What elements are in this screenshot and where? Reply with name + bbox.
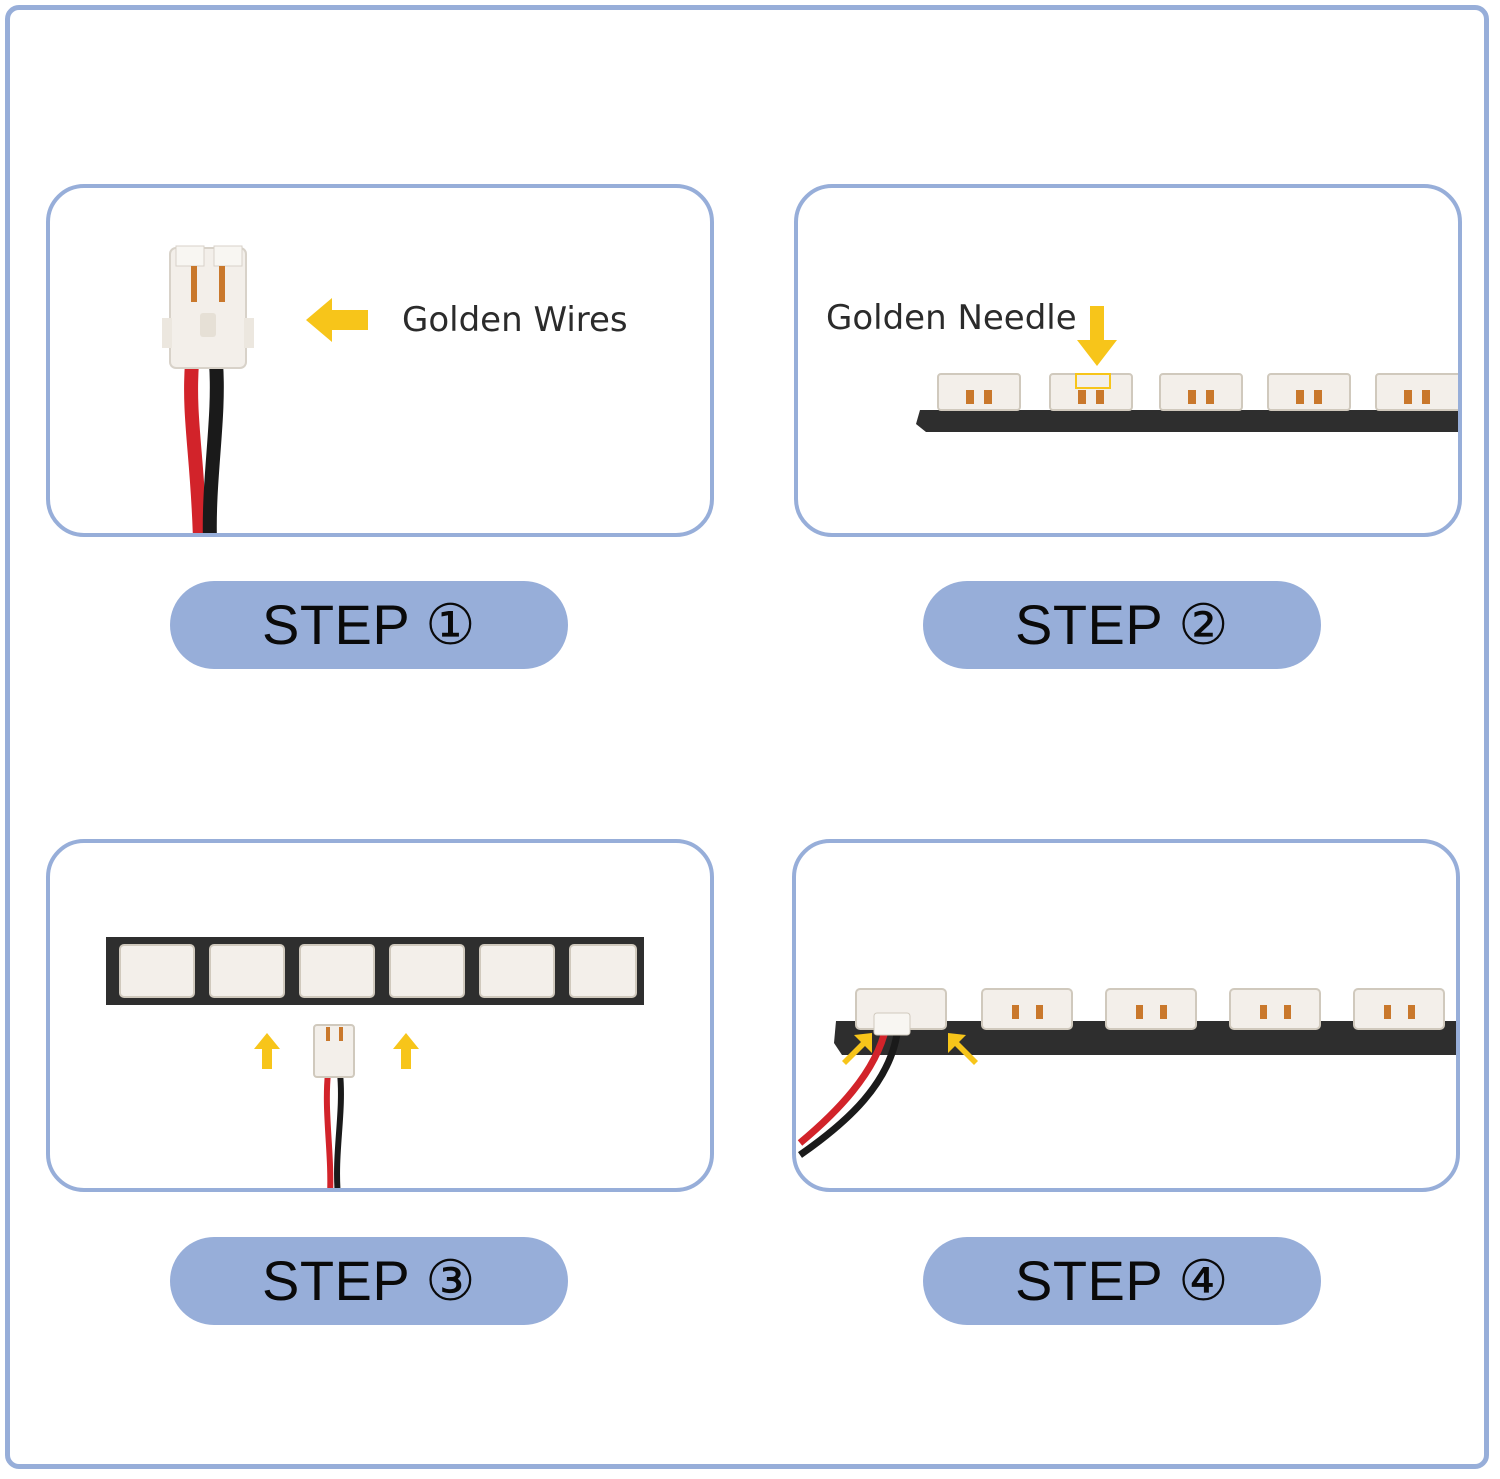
up-arrow-left-icon bbox=[254, 1033, 280, 1069]
diagonal-arrow-right-icon bbox=[948, 1033, 978, 1065]
connector-strip-side-illustration bbox=[916, 373, 1458, 432]
golden-needle-callout: Golden Needle bbox=[826, 298, 1077, 338]
step-2-label: STEP ② bbox=[923, 581, 1321, 669]
up-arrow-right-icon bbox=[393, 1033, 419, 1069]
connector-with-wires-illustration bbox=[162, 245, 254, 533]
step-1-label: STEP ① bbox=[170, 581, 568, 669]
left-arrow-icon bbox=[306, 298, 368, 342]
connector-strip-top-illustration bbox=[106, 937, 644, 1188]
step-2-card: Golden Needle bbox=[794, 184, 1462, 537]
golden-wires-callout: Golden Wires bbox=[402, 300, 628, 340]
step-4-label: STEP ④ bbox=[923, 1237, 1321, 1325]
step-4-card bbox=[792, 839, 1460, 1192]
step-3-card bbox=[46, 839, 714, 1192]
step-3-label: STEP ③ bbox=[170, 1237, 568, 1325]
connector-inserted-illustration bbox=[797, 988, 1456, 1158]
diagonal-arrow-left-icon bbox=[842, 1033, 872, 1065]
step-1-card: Golden Wires bbox=[46, 184, 714, 537]
outer-frame bbox=[5, 5, 1489, 1469]
down-arrow-icon bbox=[1077, 306, 1117, 366]
